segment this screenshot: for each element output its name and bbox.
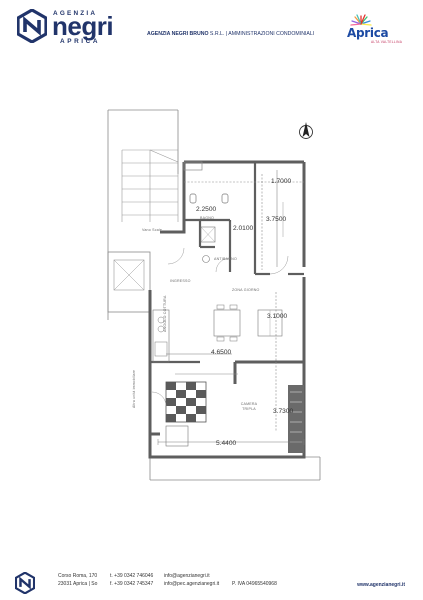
room-label-ingresso: INGRESSO [170, 279, 191, 283]
dimension-label: 3.7500 [266, 216, 287, 223]
footer-pec[interactable]: info@pec.agenzianegri.it [164, 581, 220, 587]
footer-address-line1: Corso Roma, 170 [58, 573, 98, 579]
footer-phones: t. +39 0342 746046 f. +39 0342 745347 [110, 572, 153, 588]
footer-email[interactable]: info@agenzianegri.it [164, 573, 210, 579]
dimension-label: 4.6500 [211, 349, 232, 356]
dimension-label: 5.4400 [216, 440, 237, 447]
footer-website-link[interactable]: www.agenzianegri.it [357, 582, 405, 588]
room-label-angolo-cottura: ANGOLO COTTURA [163, 295, 167, 332]
dimension-label: 3.7300 [273, 408, 294, 415]
footer-tel: t. +39 0342 746046 [110, 573, 154, 579]
room-label-altra-unita: Altra unità immobiliare [132, 369, 136, 408]
room-label-antibagno: ANTIBAGNO [214, 257, 237, 261]
header: AGENZIA negri APRICA AGENZIA NEGRI BRUNO… [0, 0, 423, 62]
agency-logo-icon [17, 9, 47, 43]
floor-plan-drawing [107, 109, 321, 481]
partner-logo-text: Aprica [347, 26, 389, 40]
footer-emails: info@agenzianegri.it info@pec.agenzianeg… [164, 572, 219, 588]
dimension-label: 2.0100 [233, 225, 254, 232]
aprica-logo-icon [350, 14, 372, 26]
dimension-label: 1.7000 [271, 178, 292, 185]
header-tagline: AGENZIA NEGRI BRUNO S.R.L. | AMMINISTRAZ… [147, 31, 314, 37]
dimension-label: 3.1000 [267, 313, 288, 320]
room-label-bagno: BAGNO [200, 216, 214, 220]
tagline-company: AGENZIA NEGRI BRUNO [147, 31, 209, 37]
footer-piva: P. IVA 04965540968 [232, 581, 277, 587]
footer-address-line2: 23031 Aprica | So [58, 581, 98, 587]
footer-address: Corso Roma, 170 23031 Aprica | So [58, 572, 97, 588]
agency-label-top: AGENZIA [53, 10, 98, 17]
floor-plan: BAGNO Vano Scale ANTIBAGNO INGRESSO ZONA… [0, 62, 423, 532]
tagline-rest: S.R.L. | AMMINISTRAZIONI CONDOMINIALI [208, 31, 315, 37]
partner-logo-subtitle: ALTA VALTELLINA [371, 40, 403, 44]
footer: Corso Roma, 170 23031 Aprica | So t. +39… [0, 558, 423, 600]
brand-name: negri [52, 11, 114, 41]
agency-label-bottom: APRICA [60, 38, 101, 45]
footer-logo-icon [15, 572, 35, 594]
dimension-label: 2.2500 [196, 206, 217, 213]
room-label-vano-scale: Vano Scale [142, 228, 163, 232]
room-label-camera: CAMERA TRIPLA [240, 402, 258, 411]
north-arrow-icon [299, 122, 313, 139]
footer-fax: f. +39 0342 745347 [110, 581, 154, 587]
room-label-zona-giorno: ZONA GIORNO [232, 288, 260, 292]
